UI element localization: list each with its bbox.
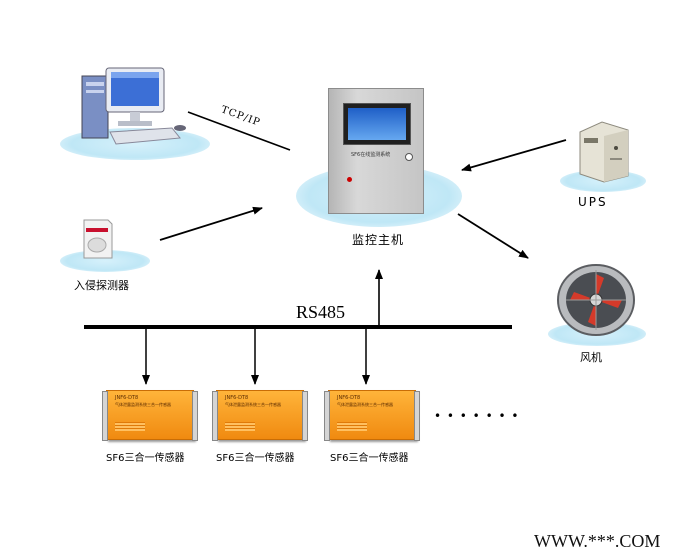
panel-title: SF6在线监测系统 — [351, 152, 391, 158]
intrusion-detector-label: 入侵探测器 — [74, 279, 129, 292]
sf6-sensor-1: JNF6-DT8 气体泄露监测系统三合一传感器 — [102, 390, 198, 441]
ups-arrow — [461, 139, 567, 172]
intrusion-arrow — [159, 206, 263, 241]
sensor-model: JNF6-DT8 — [115, 395, 139, 401]
touch-screen — [343, 103, 411, 145]
detector-cloud — [60, 250, 150, 272]
ups-label: UPS — [578, 195, 608, 209]
ups-icon — [579, 121, 629, 183]
fan-label: 风机 — [580, 351, 602, 364]
rs485-label: RS485 — [296, 302, 346, 322]
more-sensors-ellipsis: • • • • • • • — [434, 409, 520, 423]
indicator-light-icon — [347, 177, 352, 182]
sensor-subtitle: 气体泄露监测系统三合一传感器 — [115, 402, 171, 407]
sensor-model: JNF6-DT8 — [225, 395, 249, 401]
computer-icon — [81, 67, 186, 145]
fan-arrow — [457, 213, 529, 259]
sensor-3-label: SF6三合一传感器 — [330, 453, 409, 464]
sf6-sensor-3: JNF6-DT8 气体泄露监测系统三合一传感器 — [324, 390, 420, 441]
sensor-2-label: SF6三合一传感器 — [216, 453, 295, 464]
lock-icon — [405, 153, 413, 161]
sensor-1-label: SF6三合一传感器 — [106, 453, 185, 464]
monitor-cabinet: SF6在线监测系统 — [328, 88, 424, 214]
monitor-host-label: 监控主机 — [352, 233, 405, 247]
tcpip-line — [187, 111, 291, 151]
watermark: WWW.***.COM — [534, 531, 661, 551]
intrusion-detector-icon — [83, 219, 113, 259]
sensor-model: JNF6-DT8 — [337, 395, 361, 401]
sensor-subtitle: 气体泄露监测系统三合一传感器 — [225, 402, 281, 407]
fan-icon — [557, 264, 635, 336]
sf6-sensor-2: JNF6-DT8 气体泄露监测系统三合一传感器 — [212, 390, 308, 441]
sensor-subtitle: 气体泄露监测系统三合一传感器 — [337, 402, 393, 407]
